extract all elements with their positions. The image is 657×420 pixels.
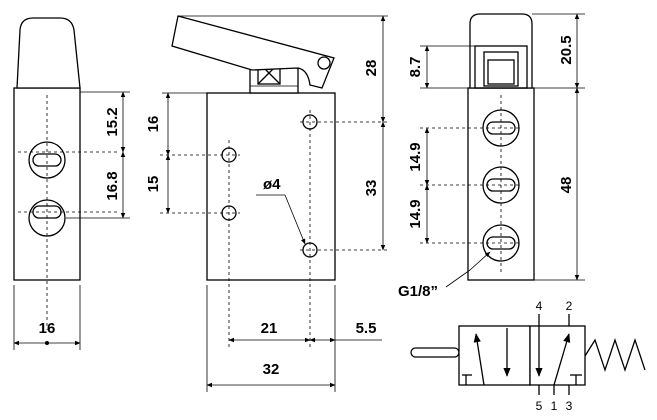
port-5: 5 bbox=[536, 399, 543, 413]
dim-16-8: 16.8 bbox=[104, 171, 121, 200]
dim-15-front: 15 bbox=[145, 176, 162, 193]
left-side-view: 15.2 16.8 16 bbox=[13, 17, 130, 350]
left-lever bbox=[16, 17, 81, 89]
left-port-lower bbox=[28, 199, 66, 237]
port-1: 1 bbox=[551, 399, 558, 413]
dim-5-5: 5.5 bbox=[356, 320, 377, 337]
dim-hole-dia: ø4 bbox=[263, 176, 281, 193]
right-side-view: 8.7 14.9 14.9 20.5 48 G1/8” bbox=[398, 13, 585, 300]
dim-16-left: 16 bbox=[39, 320, 56, 337]
port-3: 3 bbox=[566, 399, 573, 413]
dim-21: 21 bbox=[261, 320, 278, 337]
dim-15-2: 15.2 bbox=[104, 107, 121, 136]
left-port-upper bbox=[28, 141, 66, 179]
dim-33: 33 bbox=[363, 180, 380, 197]
dim-20-5: 20.5 bbox=[558, 35, 575, 64]
right-cap bbox=[469, 13, 533, 89]
port-2: 2 bbox=[566, 299, 573, 313]
dim-14-9-upper: 14.9 bbox=[407, 142, 424, 171]
port-thread-label: G1/8” bbox=[398, 283, 438, 300]
front-view: 16 15 28 33 ø4 21 5.5 32 bbox=[145, 15, 390, 392]
front-lever bbox=[171, 15, 335, 89]
valve-symbol: 4 2 5 1 3 bbox=[410, 299, 646, 413]
dim-32: 32 bbox=[263, 361, 280, 378]
dim-48: 48 bbox=[558, 177, 575, 194]
dim-16-front: 16 bbox=[145, 116, 162, 133]
dim-8-7: 8.7 bbox=[407, 57, 424, 78]
port-4: 4 bbox=[536, 299, 543, 313]
dim-28: 28 bbox=[363, 60, 380, 77]
dim-14-9-lower: 14.9 bbox=[407, 199, 424, 228]
